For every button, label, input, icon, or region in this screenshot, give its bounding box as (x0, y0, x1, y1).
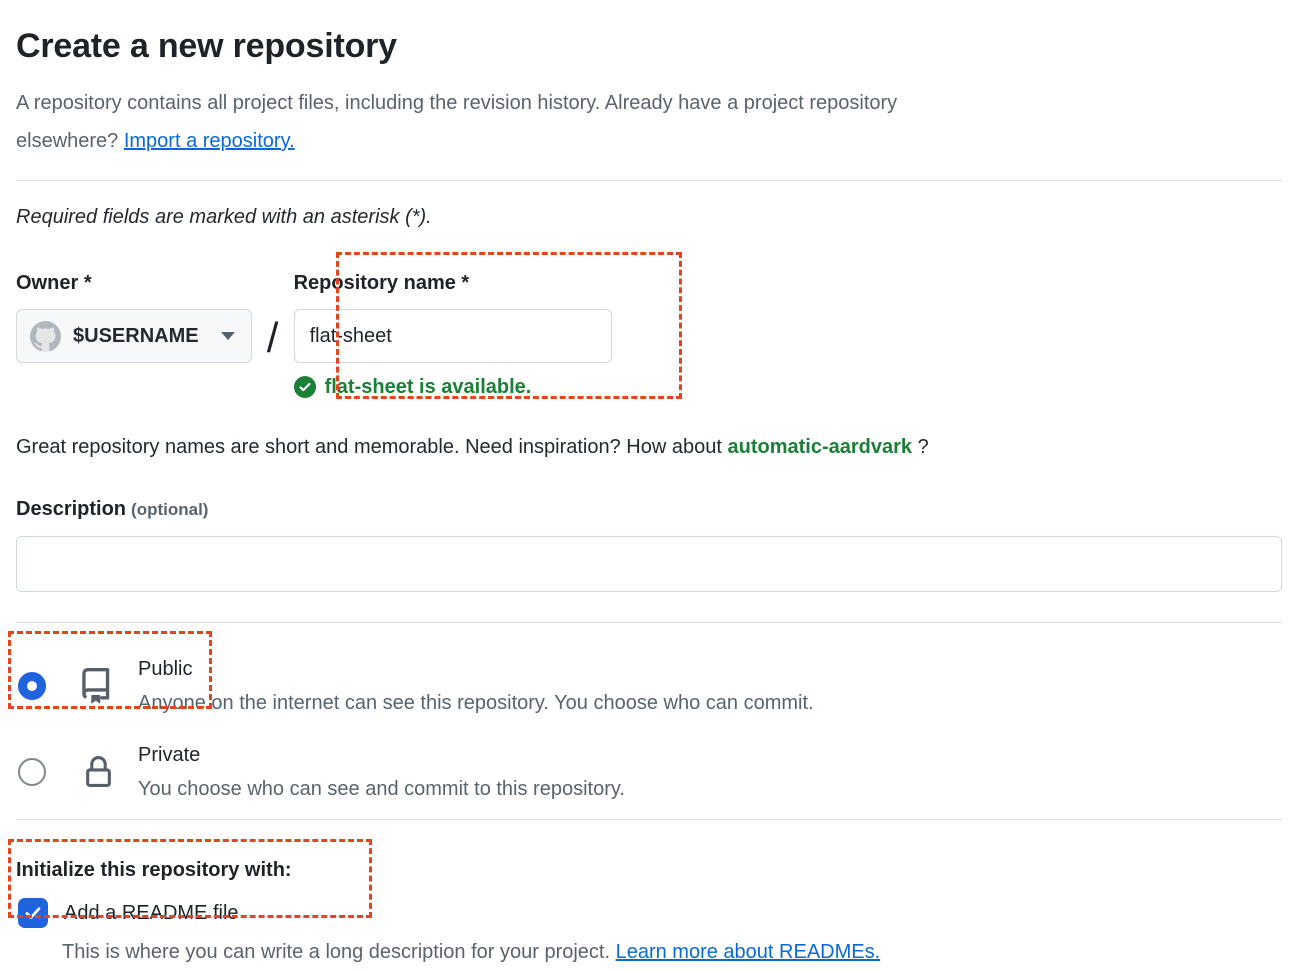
visibility-option-private[interactable]: Private You choose who can see and commi… (16, 741, 1282, 803)
divider-visibility (16, 622, 1282, 623)
owner-select-button[interactable]: $USERNAME (16, 309, 252, 363)
private-label: Private (138, 744, 201, 766)
public-option-text: Public Anyone on the internet can see th… (138, 655, 814, 717)
intro-line-2: elsewhere? Import a repository. (16, 122, 1282, 160)
divider-initialize (16, 819, 1282, 820)
readme-help-text: This is where you can write a long descr… (62, 941, 881, 963)
description-label: Description(optional) (16, 498, 209, 520)
intro-line-1: A repository contains all project files,… (16, 92, 898, 114)
visibility-option-public[interactable]: Public Anyone on the internet can see th… (16, 655, 1282, 717)
owner-field: Owner * $USERNAME (16, 269, 252, 363)
owner-repo-separator: / (266, 314, 279, 361)
repository-name-field: Repository name * flat-sheet is availabl… (293, 269, 612, 401)
private-description: You choose who can see and commit to thi… (138, 778, 625, 800)
repo-book-icon (80, 668, 116, 704)
required-fields-note: Required fields are marked with an aster… (16, 206, 432, 228)
check-circle-icon (293, 376, 316, 398)
readme-label: Add a README file (64, 902, 239, 924)
owner-required-asterisk: * (83, 272, 92, 294)
initialize-heading: Initialize this repository with: (16, 859, 292, 881)
readme-learn-more-link[interactable]: Learn more about READMEs. (615, 941, 881, 963)
lock-icon (80, 755, 116, 789)
import-repository-link[interactable]: Import a repository. (123, 130, 295, 152)
repository-name-input[interactable] (293, 309, 612, 363)
private-radio[interactable] (18, 758, 46, 786)
page-title: Create a new repository (16, 27, 397, 65)
public-description: Anyone on the internet can see this repo… (138, 692, 814, 714)
availability-text: flat-sheet is available. (324, 376, 532, 398)
description-input[interactable] (16, 536, 1282, 592)
name-suggestion: Great repository names are short and mem… (16, 436, 929, 458)
chevron-down-icon (220, 332, 235, 340)
repository-name-label: Repository name * (293, 272, 470, 294)
repo-required-asterisk: * (461, 272, 470, 294)
owner-repo-row: Owner * $USERNAME / Repository name * fl… (16, 269, 1282, 401)
suggested-name-link[interactable]: automatic-aardvark (727, 436, 913, 458)
optional-tag: (optional) (131, 500, 209, 519)
divider-top (16, 180, 1282, 181)
owner-username: $USERNAME (73, 324, 199, 347)
public-label: Public (138, 658, 193, 680)
private-option-text: Private You choose who can see and commi… (138, 741, 625, 803)
checkmark-icon (25, 907, 41, 919)
intro-line-2-text: elsewhere? (16, 130, 124, 152)
readme-checkbox[interactable] (18, 898, 48, 928)
readme-checkbox-row[interactable]: Add a README file (16, 898, 1282, 928)
intro-paragraph: A repository contains all project files,… (16, 84, 1282, 160)
owner-label: Owner * (16, 272, 92, 294)
public-radio[interactable] (18, 672, 46, 700)
owner-avatar (30, 320, 61, 352)
availability-message: flat-sheet is available. (293, 373, 612, 401)
